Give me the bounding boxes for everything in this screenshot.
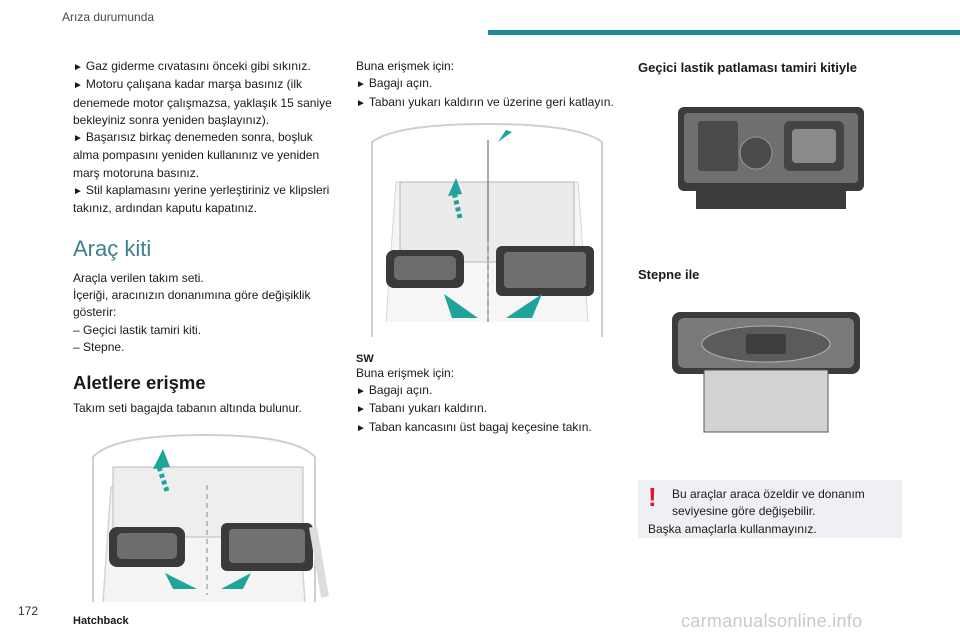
bullet-arrow-icon: ► — [73, 133, 83, 145]
sw-intro: Buna erişmek için: — [356, 365, 455, 380]
bullet-arrow-icon: ► — [356, 422, 366, 434]
watermark: carmanualsonline.info — [681, 611, 863, 631]
heading-aletlere-erisme: Aletlere erişme — [73, 372, 206, 394]
warning-exclamation-icon: ! — [648, 482, 657, 512]
access-step: ►Bagajı açın. — [356, 76, 433, 91]
bullets-top: ►Gaz giderme cıvatasını önceki gibi sıkı… — [73, 58, 335, 218]
warning-box: ! Bu araçlar araca özeldir ve donanım se… — [638, 480, 902, 538]
sw-step: ►Tabanı yukarı kaldırın. — [356, 401, 487, 416]
warning-line-2: Başka amaçlarla kullanmayınız. — [648, 521, 817, 536]
bullet-arrow-icon: ► — [73, 186, 83, 198]
bullet-item: ►Motoru çalışana kadar marşa basınız (il… — [73, 77, 332, 127]
figure-hatchback-trunk — [73, 427, 335, 603]
column-2: Buna erişmek için: ►Bagajı açın. ►Tabanı… — [356, 58, 618, 437]
page-number: 172 — [18, 604, 39, 618]
sw-step: ►Bagajı açın. — [356, 383, 433, 398]
running-header: Arıza durumunda — [62, 10, 155, 24]
kit-content: İçeriği, aracınızın donanımına göre deği… — [73, 287, 311, 320]
bullet-item: ►Başarısız birkaç denemeden sonra, boşlu… — [73, 130, 320, 180]
repair-kit-tray-illustration — [678, 107, 864, 209]
column-3: Geçici lastik patlaması tamiri kitiyle S… — [638, 58, 900, 436]
access-intro: Buna erişmek için: — [356, 59, 455, 73]
sw-step: ►Taban kancasını üst bagaj keçesine takı… — [356, 419, 592, 434]
figure-spare-wheel-tray — [670, 308, 862, 436]
trunk-floor-raised-illustration — [371, 122, 603, 337]
warning-text: Bu araçlar araca özeldir ve donanım sevi… — [648, 486, 892, 538]
dash-icon: – — [73, 339, 80, 354]
figure-trunk-floor-raised — [356, 121, 618, 337]
figure-caption-hatchback: Hatchback — [73, 615, 129, 628]
bullet-arrow-icon: ► — [356, 97, 366, 109]
bullet-arrow-icon: ► — [356, 79, 366, 91]
warning-line-1: Bu araçlar araca özeldir ve donanım sevi… — [672, 487, 865, 519]
bullet-arrow-icon: ► — [356, 386, 366, 398]
kit-intro: Araçla verilen takım seti. — [73, 270, 204, 285]
access-step: ►Tabanı yukarı kaldırın ve üzerine geri … — [356, 94, 614, 109]
header-accent-bar — [488, 30, 960, 35]
kit-item: – Stepne. — [73, 339, 125, 354]
section-title-arac-kiti: Araç kiti — [73, 235, 152, 261]
figure-repair-kit-tray — [676, 101, 866, 215]
kit-item: – Geçici lastik tamiri kiti. — [73, 322, 202, 337]
bullet-arrow-icon: ► — [356, 404, 366, 416]
heading-repair-kit: Geçici lastik patlaması tamiri kitiyle — [638, 60, 857, 75]
bullet-item: ►Gaz giderme cıvatasını önceki gibi sıkı… — [73, 59, 311, 73]
access-text: Takım seti bagajda tabanın altında bulun… — [73, 401, 302, 416]
heading-spare-wheel: Stepne ile — [638, 267, 700, 282]
spare-wheel-tray-illustration — [672, 312, 860, 433]
sw-label: SW — [356, 352, 374, 365]
bullet-item: ►Stil kaplamasını yerine yerleştiriniz v… — [73, 183, 330, 216]
hatchback-trunk-illustration — [92, 434, 329, 603]
column-1: ►Gaz giderme cıvatasını önceki gibi sıkı… — [73, 58, 335, 627]
bullet-arrow-icon: ► — [73, 80, 83, 92]
bullet-arrow-icon: ► — [73, 62, 83, 73]
dash-icon: – — [73, 322, 80, 337]
